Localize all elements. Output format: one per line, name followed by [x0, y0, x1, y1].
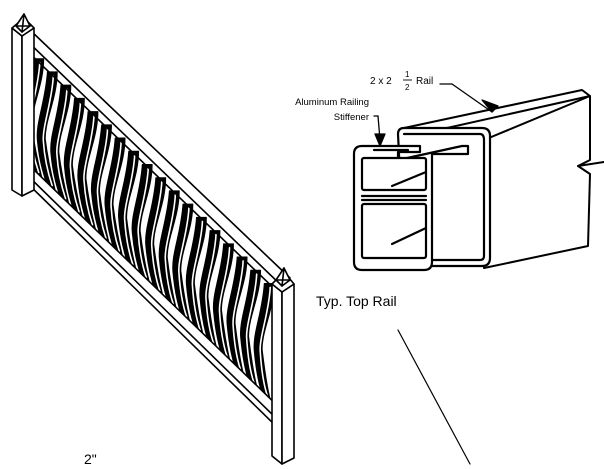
baluster-highlight	[218, 246, 231, 357]
rail-cross-section	[352, 83, 604, 465]
baluster-highlight	[56, 88, 68, 200]
baluster-highlight	[178, 207, 190, 318]
rail-fraction-numerator: 1	[405, 70, 410, 79]
baluster-highlight	[259, 286, 272, 397]
rail-size-label: 2 x 2	[370, 76, 392, 87]
baluster-highlight	[245, 273, 258, 384]
baluster-highlight	[150, 180, 163, 292]
right-post	[271, 267, 295, 465]
baluster-highlight	[42, 75, 55, 187]
left-post	[11, 13, 35, 197]
dimension-label: 2"	[84, 451, 97, 467]
baluster-group	[23, 58, 275, 400]
baluster-highlight	[191, 220, 204, 331]
callout-leaders	[373, 83, 499, 147]
baluster-highlight	[123, 154, 136, 266]
typical-top-rail-label: Typ. Top Rail	[316, 293, 397, 309]
baluster-highlight	[69, 101, 82, 213]
baluster-highlight	[164, 194, 177, 305]
rail-word-label: Rail	[416, 76, 433, 87]
stiffener-profile	[352, 144, 470, 272]
baluster-highlight	[83, 114, 95, 226]
rail-fraction-denominator: 2	[405, 83, 410, 92]
stiffener-label-line1: Aluminum Railing	[295, 97, 369, 108]
typ-top-rail-leader	[397, 329, 471, 465]
baluster-highlight	[232, 260, 244, 371]
baluster-highlight	[96, 127, 109, 239]
stiffener-label-line2: Stiffener	[334, 112, 369, 123]
baluster-highlight	[205, 233, 217, 344]
baluster-highlight	[110, 141, 122, 253]
railing-section	[11, 13, 295, 465]
baluster-highlight	[137, 167, 150, 279]
